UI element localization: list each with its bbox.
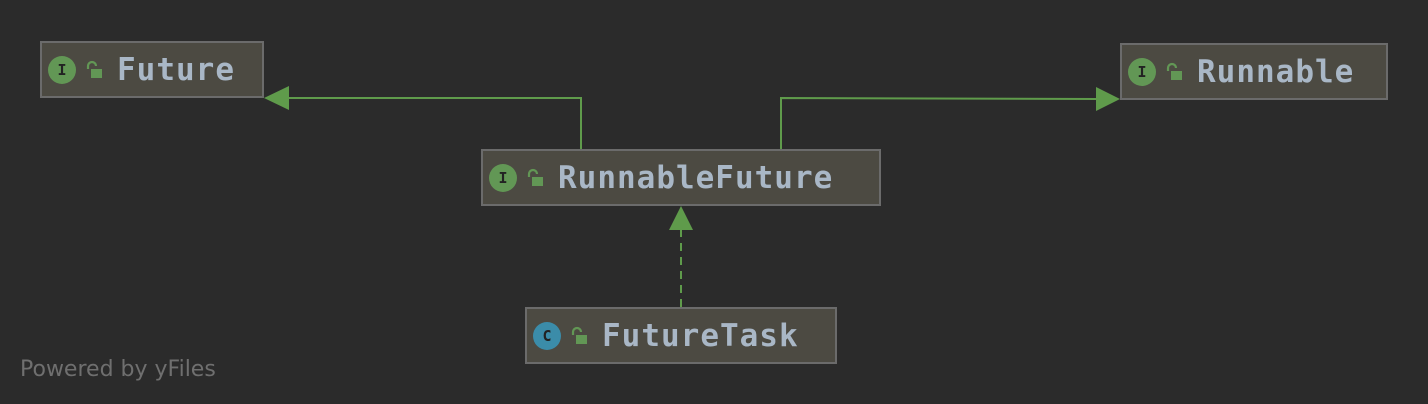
unlocked-icon: [525, 168, 545, 188]
unlocked-icon: [569, 326, 589, 346]
node-label: RunnableFuture: [558, 159, 834, 196]
node-label: FutureTask: [602, 317, 799, 354]
arrowhead-future: [264, 86, 289, 110]
interface-icon: I: [489, 163, 517, 192]
yfiles-watermark: Powered by yFiles: [20, 357, 216, 382]
node-future-task[interactable]: C FutureTask: [525, 307, 837, 364]
arrowhead-runnable: [1096, 87, 1120, 111]
node-runnable[interactable]: I Runnable: [1120, 43, 1388, 100]
node-label: Runnable: [1197, 53, 1355, 90]
node-future[interactable]: I Future: [40, 41, 264, 98]
arrowhead-runnablefuture: [669, 206, 693, 230]
interface-icon: I: [1128, 57, 1156, 86]
edge-runnablefuture-to-future: [264, 86, 582, 149]
unlocked-icon: [1164, 62, 1184, 82]
class-icon: C: [533, 321, 561, 350]
node-runnable-future[interactable]: I RunnableFuture: [481, 149, 881, 206]
interface-icon: I: [48, 55, 76, 84]
edge-runnablefuture-to-runnable: [780, 87, 1120, 149]
unlocked-icon: [84, 60, 104, 80]
node-label: Future: [117, 51, 235, 88]
edge-futuretask-to-runnablefuture: [669, 206, 693, 307]
